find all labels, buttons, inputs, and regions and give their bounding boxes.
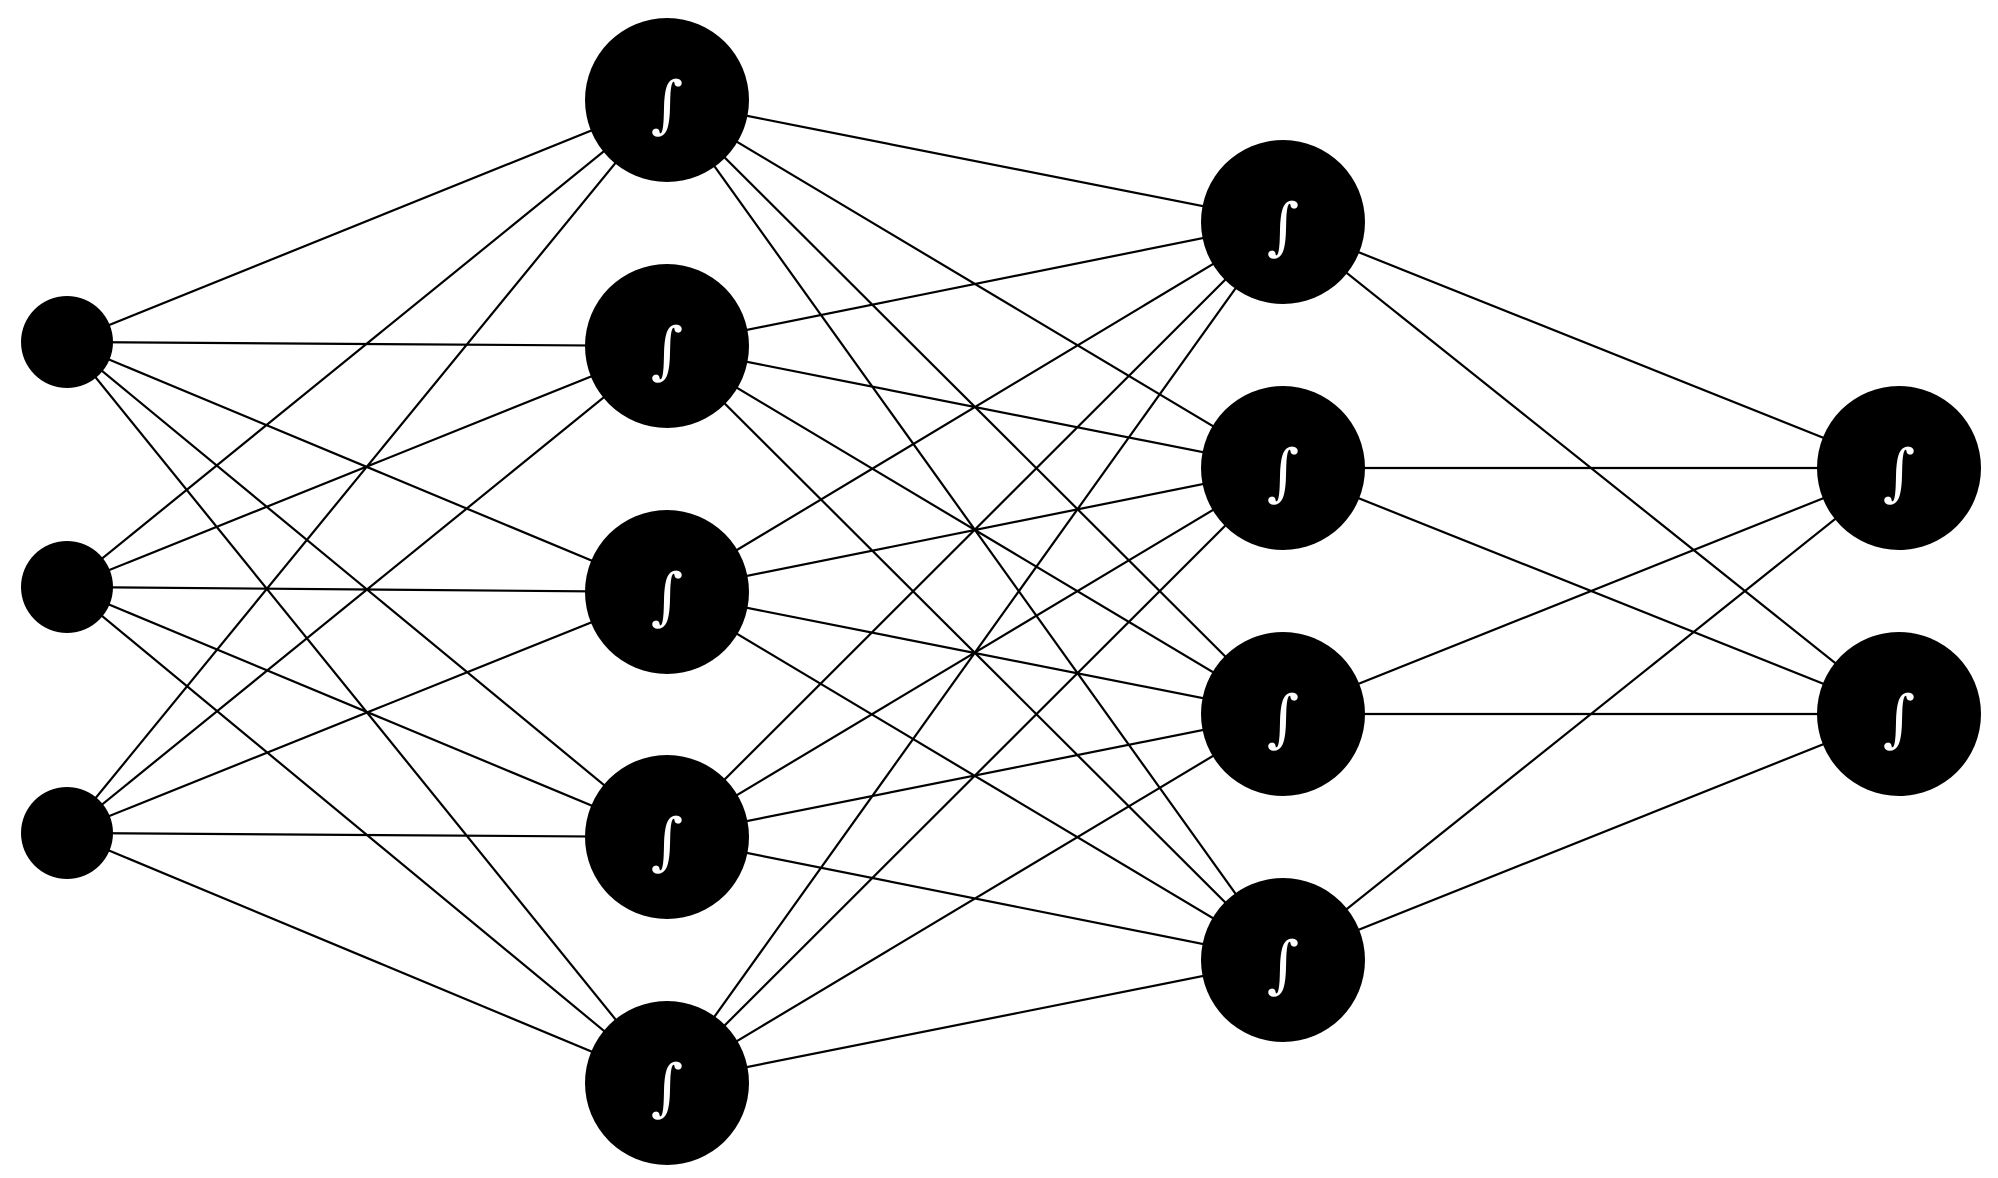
neuron-circle	[585, 1001, 749, 1165]
node-hidden-2-1: ∫	[1201, 140, 1365, 304]
node-hidden-1-4: ∫	[585, 755, 749, 919]
edge-input-3-to-hidden-1-5	[66, 831, 668, 1085]
neuron-circle	[1201, 632, 1365, 796]
node-hidden-1-2: ∫	[585, 264, 749, 428]
edge-hidden-1-2-to-hidden-2-1	[666, 220, 1284, 348]
integral-icon: ∫	[651, 1051, 683, 1124]
node-hidden-1-1: ∫	[585, 18, 749, 182]
edge-hidden-1-1-to-hidden-2-1	[666, 98, 1284, 224]
node-hidden-2-4: ∫	[1201, 878, 1365, 1042]
edge-input-2-to-hidden-1-1	[66, 99, 668, 588]
edge-hidden-2-4-to-output-2	[1282, 712, 1900, 962]
neuron-circle	[1817, 386, 1981, 550]
edge-input-3-to-hidden-1-3	[66, 590, 668, 835]
integral-icon: ∫	[1267, 682, 1299, 755]
edge-hidden-2-4-to-output-1	[1282, 467, 1900, 961]
neuron-circle	[21, 296, 113, 388]
edge-hidden-1-4-to-hidden-2-1	[666, 221, 1284, 838]
neuron-circle	[585, 18, 749, 182]
neuron-circle	[21, 541, 113, 633]
edge-hidden-1-5-to-hidden-2-3	[666, 713, 1284, 1084]
node-input-2	[21, 541, 113, 633]
node-hidden-2-3: ∫	[1201, 632, 1365, 796]
connections	[66, 98, 1900, 1085]
node-output-1: ∫	[1817, 386, 1981, 550]
integral-icon: ∫	[1267, 190, 1299, 263]
integral-icon: ∫	[651, 68, 683, 141]
node-input-3	[21, 787, 113, 879]
integral-icon: ∫	[1883, 436, 1915, 509]
neuron-circle	[1201, 140, 1365, 304]
node-input-1	[21, 296, 113, 388]
edge-input-3-to-hidden-1-4	[66, 831, 668, 839]
neuron-circle	[585, 510, 749, 674]
edge-input-3-to-hidden-1-2	[66, 345, 668, 834]
edge-hidden-1-5-to-hidden-2-2	[666, 467, 1284, 1084]
neuron-circle	[1201, 386, 1365, 550]
neurons: ∫ ∫ ∫ ∫ ∫ ∫ ∫ ∫ ∫ ∫ ∫	[21, 18, 1981, 1165]
node-hidden-2-2: ∫	[1201, 386, 1365, 550]
edge-hidden-2-3-to-output-1	[1282, 466, 1900, 716]
integral-icon: ∫	[651, 314, 683, 387]
neuron-circle	[21, 787, 113, 879]
node-hidden-1-3: ∫	[585, 510, 749, 674]
neuron-circle	[585, 755, 749, 919]
node-hidden-1-5: ∫	[585, 1001, 749, 1165]
edge-input-3-to-hidden-1-1	[66, 99, 668, 834]
integral-icon: ∫	[651, 560, 683, 633]
node-output-2: ∫	[1817, 632, 1981, 796]
integral-icon: ∫	[1267, 436, 1299, 509]
neuron-circle	[585, 264, 749, 428]
neuron-circle	[1201, 878, 1365, 1042]
edge-hidden-2-1-to-output-1	[1282, 220, 1900, 470]
edge-hidden-1-3-to-hidden-2-1	[666, 221, 1284, 593]
integral-icon: ∫	[1267, 928, 1299, 1001]
edge-input-1-to-hidden-1-1	[66, 98, 668, 344]
edge-hidden-1-5-to-hidden-2-4	[666, 958, 1284, 1085]
integral-icon: ∫	[1883, 682, 1915, 755]
integral-icon: ∫	[651, 805, 683, 878]
neuron-circle	[1817, 632, 1981, 796]
edge-hidden-1-5-to-hidden-2-1	[666, 221, 1284, 1084]
